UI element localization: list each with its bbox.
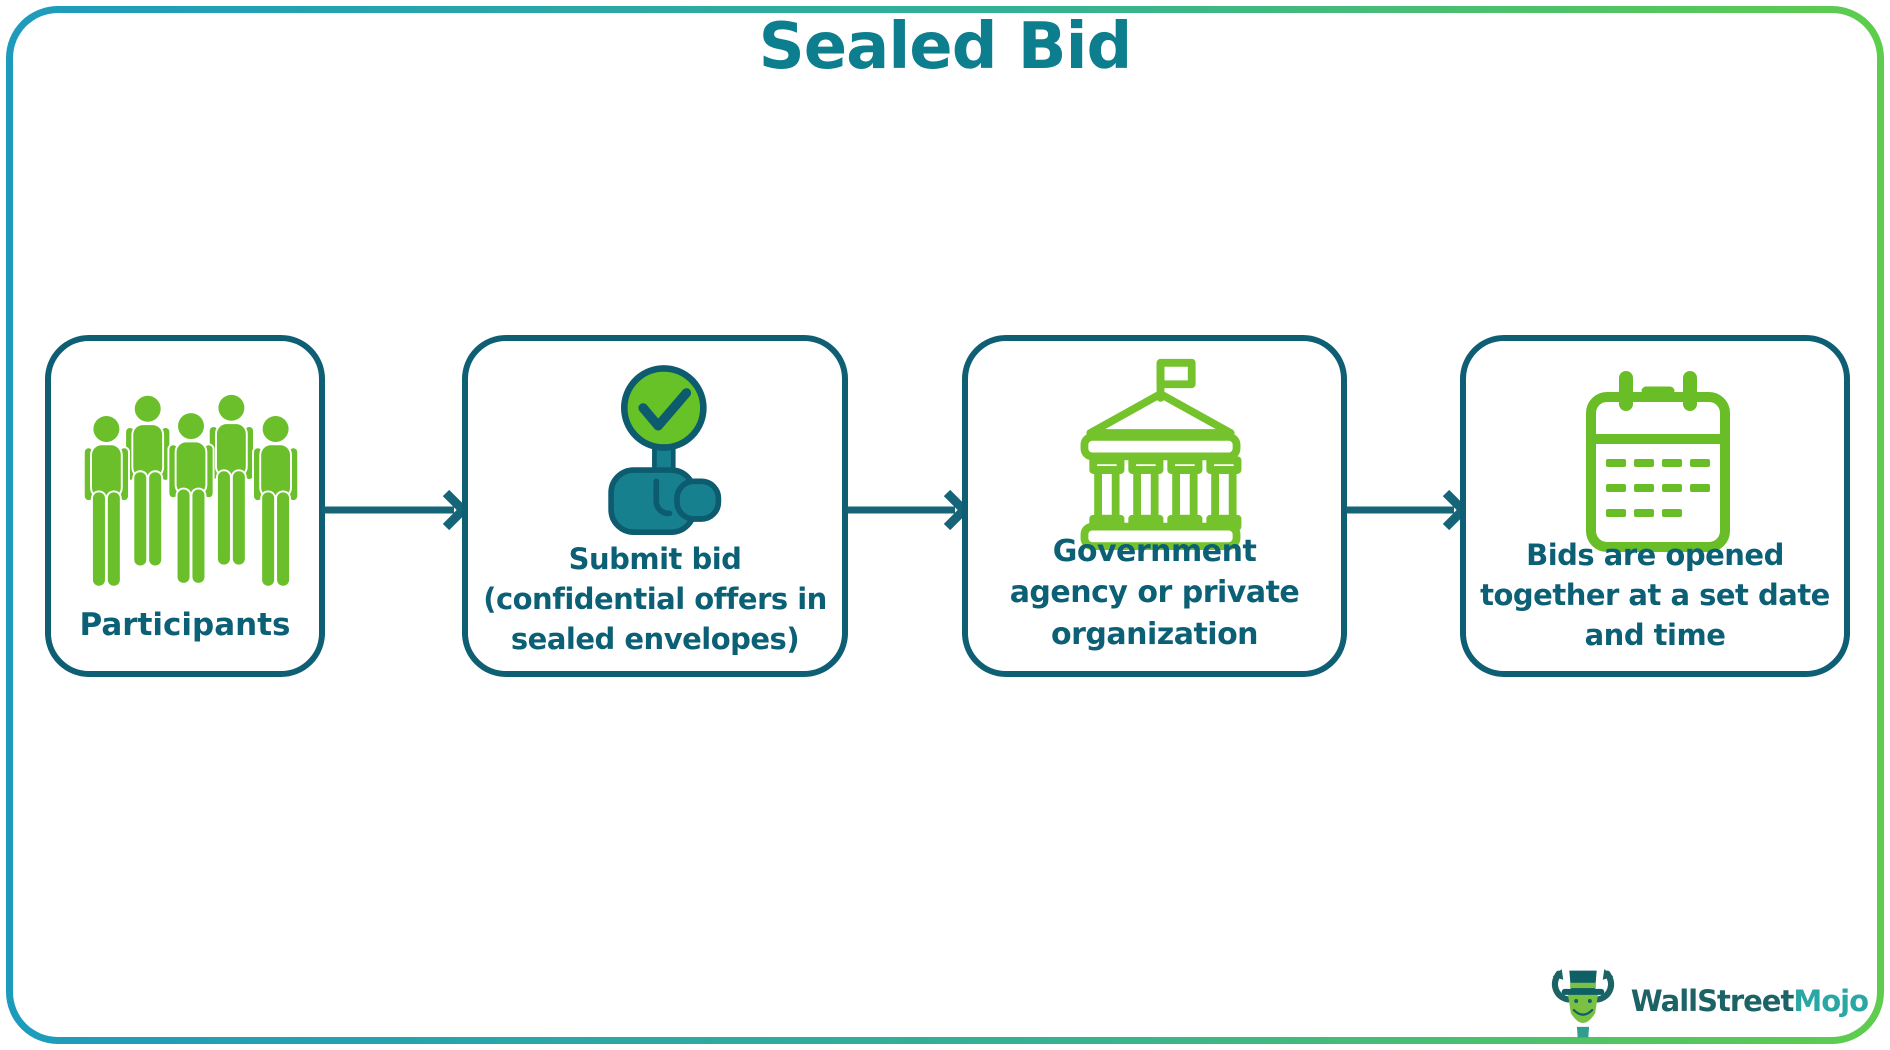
logo-text-mojo: Mojo bbox=[1793, 984, 1869, 1018]
page-title: Sealed Bid bbox=[758, 10, 1133, 84]
logo-text: WallStreetMojo bbox=[1630, 984, 1869, 1018]
step-label-submit-bid: Submit bid (confidential offers in seale… bbox=[483, 541, 827, 656]
step-box-government-agency: Government agency or private organizatio… bbox=[962, 335, 1347, 677]
flow-arrow-2 bbox=[847, 489, 969, 531]
wallstreetmojo-logo: WallStreetMojo bbox=[1545, 960, 1869, 1042]
bull-mascot-icon bbox=[1551, 969, 1614, 1038]
people-group-icon bbox=[66, 373, 316, 608]
step-label-government-agency: Government agency or private organizatio… bbox=[1009, 533, 1300, 652]
step-box-submit-bid: Submit bid (confidential offers in seale… bbox=[462, 335, 848, 677]
logo-text-wallstreet: WallStreet bbox=[1630, 984, 1795, 1018]
step-box-bids-opened: Bids are opened together at a set date a… bbox=[1460, 335, 1850, 677]
government-building-icon bbox=[1080, 358, 1242, 550]
flow-arrow-3 bbox=[1346, 489, 1468, 531]
hand-holding-check-icon bbox=[608, 365, 722, 535]
flow-arrow-1 bbox=[322, 489, 468, 531]
step-box-participants: Participants bbox=[45, 335, 325, 677]
step-label-participants: Participants bbox=[79, 606, 291, 643]
step-label-bids-opened: Bids are opened together at a set date a… bbox=[1480, 537, 1830, 652]
calendar-icon bbox=[1586, 371, 1730, 552]
